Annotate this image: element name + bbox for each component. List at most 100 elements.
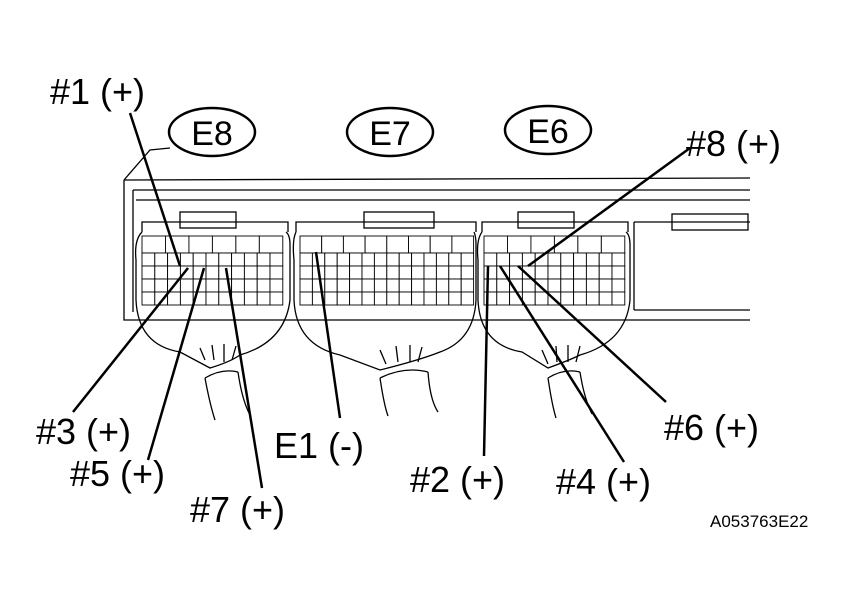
terminal-cavity: [560, 291, 575, 306]
terminal-cavity: [423, 278, 437, 293]
terminal-cavity: [211, 235, 237, 254]
terminal-cavity: [141, 252, 156, 267]
terminal-cavity: [336, 278, 351, 293]
terminal-cavity: [256, 252, 271, 267]
terminal-cavity: [386, 265, 400, 280]
terminal-cavity: [448, 291, 462, 306]
terminal-cavity: [611, 252, 626, 267]
terminal-cavity: [299, 278, 313, 293]
terminal-cavity: [336, 265, 351, 280]
terminal-cavity: [598, 265, 613, 280]
terminal-cavity: [483, 252, 498, 267]
terminal-cavity: [269, 265, 284, 280]
label-t8: #8 (+): [686, 123, 781, 164]
terminal-cavity: [324, 291, 338, 306]
terminal-cavity: [243, 291, 258, 306]
terminal-cavity: [258, 235, 284, 254]
terminal-cavity: [243, 252, 258, 267]
terminal-cavity: [154, 265, 169, 280]
terminal-cavity: [547, 278, 562, 293]
terminal-cavity: [373, 278, 388, 293]
terminal-cavity: [361, 252, 375, 267]
terminal-cavity: [361, 291, 375, 306]
terminal-cavity: [448, 278, 462, 293]
terminal-cavity: [205, 278, 220, 293]
terminal-cavity: [349, 291, 363, 306]
terminal-cavity: [411, 278, 425, 293]
terminal-cavity: [573, 265, 587, 280]
terminal-cavity: [243, 265, 258, 280]
terminal-cavity: [585, 278, 600, 293]
terminal-cavity: [349, 278, 363, 293]
connector-e7-body: [292, 211, 477, 417]
terminal-cavity: [373, 252, 388, 267]
terminal-cavity: [448, 265, 462, 280]
terminal-cavity: [496, 252, 511, 267]
terminal-cavity: [205, 291, 220, 306]
terminal-cavity: [192, 265, 207, 280]
leader-t4: [498, 265, 626, 463]
connector-e6-body: [476, 211, 631, 419]
terminal-grid-e6: [483, 235, 626, 306]
label-e1: E1 (-): [274, 425, 364, 466]
terminal-cavity: [231, 252, 245, 267]
terminal-cavity: [192, 252, 207, 267]
terminal-cavity: [179, 252, 194, 267]
terminal-cavity: [373, 291, 388, 306]
svg-text:E6: E6: [527, 113, 569, 151]
terminal-cavity: [299, 291, 313, 306]
connector-label-e6: E6: [503, 104, 593, 156]
terminal-cavity: [483, 265, 498, 280]
terminal-cavity: [256, 265, 271, 280]
terminal-cavity: [534, 278, 549, 293]
terminal-cavity: [611, 278, 626, 293]
label-t1: #1 (+): [50, 71, 145, 112]
connector-label-e8: E8: [167, 106, 257, 158]
terminal-cavity: [611, 265, 626, 280]
terminal-cavity: [179, 291, 194, 306]
terminal-cavity: [507, 235, 532, 254]
terminal-cavity: [411, 252, 425, 267]
terminal-cavity: [141, 278, 156, 293]
terminal-cavity: [269, 278, 284, 293]
ecu-housing: [123, 147, 751, 321]
svg-text:E8: E8: [191, 115, 233, 153]
terminal-cavity: [483, 291, 498, 306]
terminal-cavity: [299, 252, 313, 267]
terminal-cavity: [299, 265, 313, 280]
terminal-cavity: [231, 265, 245, 280]
terminal-cavity: [188, 235, 213, 254]
leader-t1: [128, 112, 182, 267]
terminal-cavity: [560, 265, 575, 280]
terminal-cavity: [600, 235, 626, 254]
label-t4: #4 (+): [556, 461, 651, 502]
terminal-cavity: [269, 291, 284, 306]
label-t2: #2 (+): [410, 459, 505, 500]
terminal-cavity: [342, 235, 366, 254]
label-t5: #5 (+): [70, 453, 165, 494]
terminal-cavity: [386, 252, 400, 267]
terminal-cavity: [165, 235, 190, 254]
terminal-cavity: [179, 278, 194, 293]
terminal-cavity: [429, 235, 453, 254]
terminal-cavity: [577, 235, 602, 254]
terminal-cavity: [411, 265, 425, 280]
terminal-cavity: [585, 252, 600, 267]
terminal-cavity: [205, 252, 220, 267]
leader-t8: [527, 146, 691, 268]
leader-t6: [517, 265, 667, 403]
terminal-cavity: [398, 278, 413, 293]
terminal-cavity: [141, 265, 156, 280]
terminal-cavity: [585, 265, 600, 280]
terminal-cavity: [324, 265, 338, 280]
terminal-cavity: [336, 252, 351, 267]
terminal-cavity: [598, 252, 613, 267]
terminal-cavity: [460, 278, 475, 293]
terminal-cavity: [483, 278, 498, 293]
figure-code: A053763E22: [710, 512, 808, 531]
terminal-cavity: [154, 278, 169, 293]
terminal-cavity: [336, 291, 351, 306]
terminal-cavity: [231, 278, 245, 293]
terminal-cavity: [496, 278, 511, 293]
terminal-cavity: [141, 235, 166, 254]
